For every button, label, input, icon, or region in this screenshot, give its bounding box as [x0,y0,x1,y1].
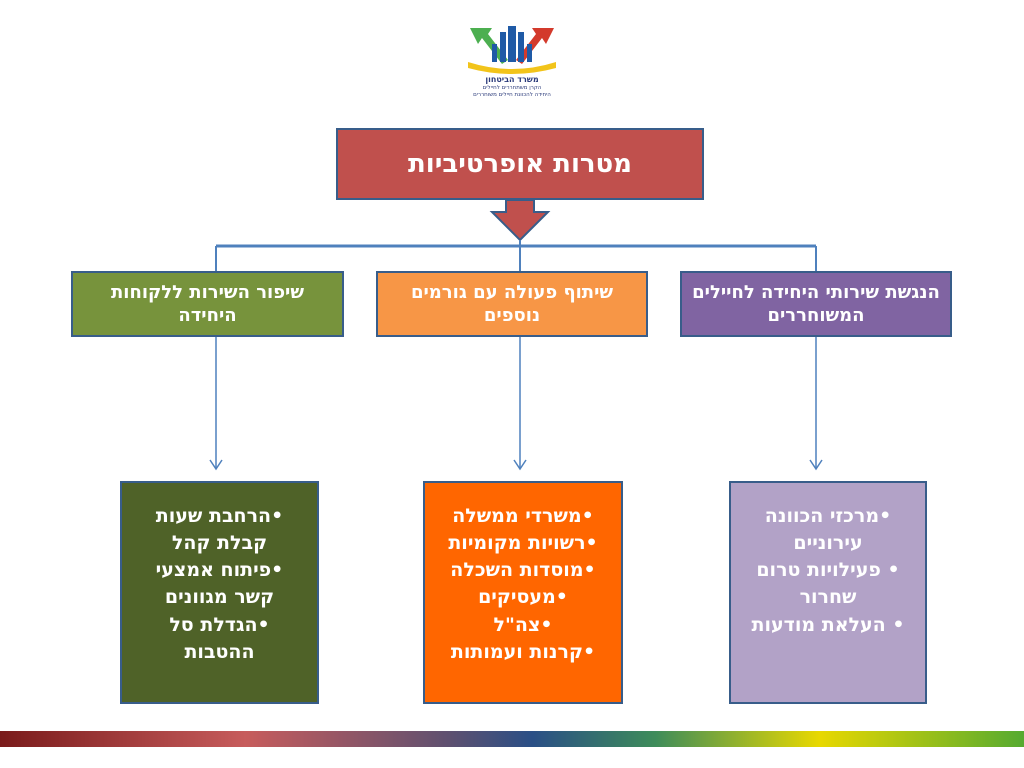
arrow-right-head-icon [809,459,823,471]
detail-box-service: •הרחבת שעות קבלת קהל •פיתוח אמצעי קשר מג… [120,481,319,704]
detail-line: •מעסיקים [478,586,568,609]
goal-text-cooperation: שיתוף פעולה עם גורמים נוספים [410,281,614,326]
arrow-center-head-icon [513,459,527,471]
detail-line: •צה"ל [493,613,553,636]
title-box: מטרות אופרטיביות [336,128,704,200]
detail-line: •רשויות מקומיות [448,532,598,555]
logo-line-1: משרד הביטחון [485,75,539,84]
detail-line: •הרחבת שעות [155,505,284,527]
arrow-left-head-icon [209,459,223,471]
detail-line: •מרכזי הכוונה [764,505,892,527]
bottom-gradient-bar [0,731,1024,747]
detail-line: •הגדלת סל [169,613,270,636]
detail-line: עירוניים [793,532,863,555]
goal-text-service: שיפור השירות ללקוחות היחידה [110,281,305,326]
detail-box-cooperation: •משרדי ממשלה •רשויות מקומיות •מוסדות השכ… [423,481,623,704]
detail-line: קשר מגוונים [164,586,275,609]
detail-line: •קרנות ועמותות [450,640,596,663]
detail-line: • העלאת מודעות [751,613,905,636]
down-arrow-icon [489,199,551,242]
goal-box-cooperation: שיתוף פעולה עם גורמים נוספים [376,271,648,337]
detail-line: קבלת קהל [171,532,268,555]
detail-box-access: •מרכזי הכוונה עירוניים • פעילויות טרום ש… [729,481,927,704]
ministry-logo: משרד הביטחון הקרן משתחררים לחיילים היחיד… [462,18,562,98]
detail-line: •פיתוח אמצעי [155,559,284,582]
goal-box-access: הנגשת שירותי היחידה לחיילים המשוחררים [680,271,952,337]
title-text: מטרות אופרטיביות [408,149,632,179]
logo-line-3: היחידה להכוונת חיילים משוחררים [473,91,551,98]
goal-box-service: שיפור השירות ללקוחות היחידה [71,271,344,337]
detail-line: שחרור [799,586,857,609]
detail-line: •מוסדות השכלה [450,559,596,582]
detail-line: ההטבות [184,640,255,663]
logo-emblem-icon [468,26,556,74]
goal-text-access: הנגשת שירותי היחידה לחיילים המשוחררים [692,281,940,326]
detail-line: •משרדי ממשלה [452,505,594,527]
detail-line: • פעילויות טרום [756,559,900,582]
logo-line-2: הקרן משתחררים לחיילים [482,85,542,91]
